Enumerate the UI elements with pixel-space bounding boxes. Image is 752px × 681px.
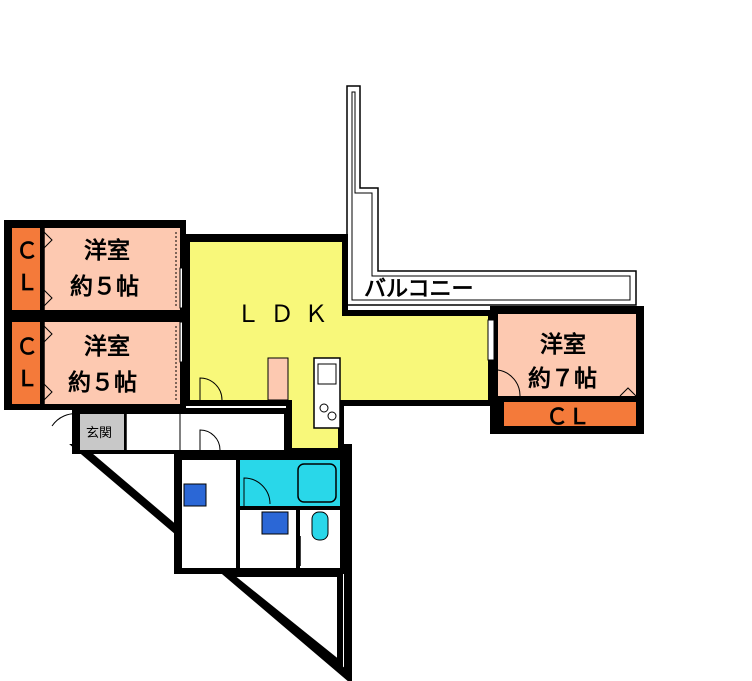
room-ldk	[182, 234, 494, 454]
room-label-top-size: 約５帖	[70, 273, 139, 300]
closet-top	[12, 228, 40, 310]
sink	[317, 363, 337, 385]
entrance-label: 玄関	[86, 426, 112, 441]
closet-label-top-c: Ｃ	[16, 239, 38, 264]
room-western-middle	[4, 314, 187, 410]
washing-machine-icon	[261, 511, 289, 535]
wet-area	[174, 454, 348, 574]
room-label-top-name: 洋室	[84, 237, 130, 264]
closet-label-mid-c: Ｃ	[16, 335, 38, 360]
bathtub	[297, 463, 337, 503]
stove-burner	[327, 411, 337, 421]
room-label-mid-size: 約５帖	[68, 369, 137, 396]
balcony	[346, 85, 637, 306]
entrance-floor	[80, 414, 124, 450]
room-label-right-size: 約７帖	[528, 365, 597, 392]
room-western-right	[487, 306, 644, 434]
balcony-label: バルコニー	[364, 277, 474, 302]
room-label-ldk: ＬＤＫ	[236, 300, 338, 328]
room-label-mid-name: 洋室	[84, 333, 130, 360]
toilet-icon	[311, 511, 329, 541]
closet-label-top-l: Ｌ	[16, 271, 38, 296]
closet-label-mid-l: Ｌ	[16, 367, 38, 392]
closet-middle	[12, 322, 40, 404]
lower-storage	[219, 571, 343, 671]
closet-right	[504, 402, 636, 426]
door-swing	[199, 377, 223, 401]
room-western-top	[4, 220, 187, 316]
stove-burner	[319, 403, 329, 413]
washbasin-icon	[183, 483, 207, 507]
entrance-area	[51, 408, 290, 454]
entrance-door-swing	[51, 413, 81, 427]
washroom	[182, 460, 236, 568]
closet-label-right: ＣＬ	[546, 405, 590, 430]
room-label-right-name: 洋室	[540, 331, 586, 358]
